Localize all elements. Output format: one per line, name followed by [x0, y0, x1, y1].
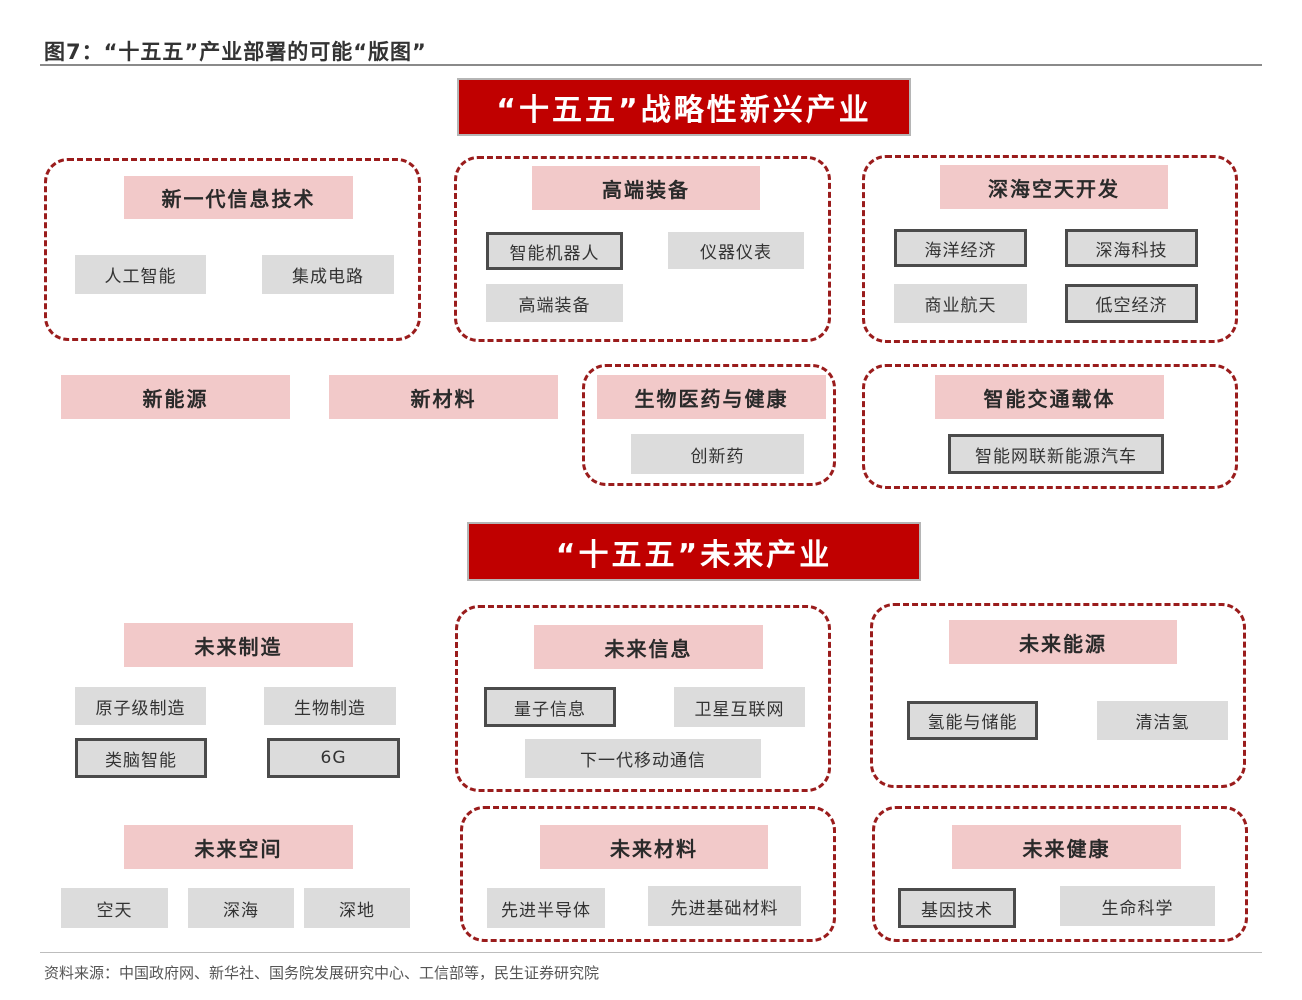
item-quantum-information: 量子信息 [484, 687, 616, 727]
item-advanced-basic-materials: 先进基础材料 [648, 886, 801, 926]
category-new-energy: 新能源 [61, 375, 290, 419]
group-high-end-equipment [454, 156, 831, 342]
item-commercial-space: 商业航天 [894, 284, 1027, 323]
item-ai: 人工智能 [75, 255, 206, 294]
source-note: 资料来源：中国政府网、新华社、国务院发展研究中心、工信部等，民生证券研究院 [44, 964, 600, 982]
item-brain-like-intelligence: 类脑智能 [75, 738, 207, 778]
item-hydrogen-storage: 氢能与储能 [907, 701, 1038, 740]
item-smart-robot: 智能机器人 [486, 232, 623, 270]
item-ev: 智能网联新能源汽车 [948, 434, 1164, 474]
category-future-information: 未来信息 [534, 625, 763, 669]
item-satellite-internet: 卫星互联网 [674, 687, 805, 727]
category-future-energy: 未来能源 [949, 620, 1177, 664]
item-instruments: 仪器仪表 [668, 232, 804, 269]
future-section-title: “十五五”未来产业 [467, 522, 921, 581]
item-deep-sea: 深海 [188, 888, 294, 928]
item-marine-economy: 海洋经济 [894, 229, 1027, 267]
category-new-gen-it: 新一代信息技术 [124, 176, 353, 219]
item-aerospace: 空天 [61, 888, 168, 928]
category-smart-transport: 智能交通载体 [935, 375, 1164, 419]
title-divider [40, 64, 1262, 66]
item-life-sciences: 生命科学 [1060, 886, 1215, 926]
item-advanced-semiconductor: 先进半导体 [487, 888, 605, 928]
group-deep-sea-space [862, 155, 1238, 343]
item-innovative-drugs: 创新药 [631, 434, 804, 474]
category-future-manufacturing: 未来制造 [124, 623, 353, 667]
item-deep-sea-tech: 深海科技 [1065, 229, 1198, 267]
bottom-divider [40, 952, 1262, 953]
strategic-section-title: “十五五”战略性新兴产业 [457, 78, 911, 136]
figure-title: 图7：“十五五”产业部署的可能“版图” [44, 40, 427, 64]
group-smart-transport [862, 364, 1238, 489]
item-atomic-manufacturing: 原子级制造 [75, 687, 206, 725]
category-biomedicine: 生物医药与健康 [597, 375, 826, 419]
item-low-altitude-economy: 低空经济 [1065, 284, 1198, 323]
group-future-energy [870, 603, 1246, 788]
group-biomedicine [582, 364, 836, 486]
item-integrated-circuit: 集成电路 [262, 255, 394, 294]
item-clean-hydrogen: 清洁氢 [1097, 701, 1228, 740]
group-future-health [872, 806, 1248, 942]
category-high-end-equipment: 高端装备 [532, 166, 760, 210]
category-deep-sea-space: 深海空天开发 [940, 165, 1168, 209]
category-future-materials: 未来材料 [540, 825, 768, 869]
item-deep-earth: 深地 [304, 888, 410, 928]
item-gene-technology: 基因技术 [898, 888, 1016, 928]
item-next-gen-mobile: 下一代移动通信 [525, 739, 761, 778]
group-future-materials [460, 806, 836, 942]
group-new-gen-it [44, 158, 421, 341]
group-future-information [455, 605, 831, 792]
item-bio-manufacturing: 生物制造 [264, 687, 396, 725]
item-high-end-equipment: 高端装备 [486, 284, 623, 322]
category-future-space: 未来空间 [124, 825, 353, 869]
item-6g: 6G [267, 738, 400, 778]
category-future-health: 未来健康 [952, 825, 1181, 869]
category-new-materials: 新材料 [329, 375, 558, 419]
